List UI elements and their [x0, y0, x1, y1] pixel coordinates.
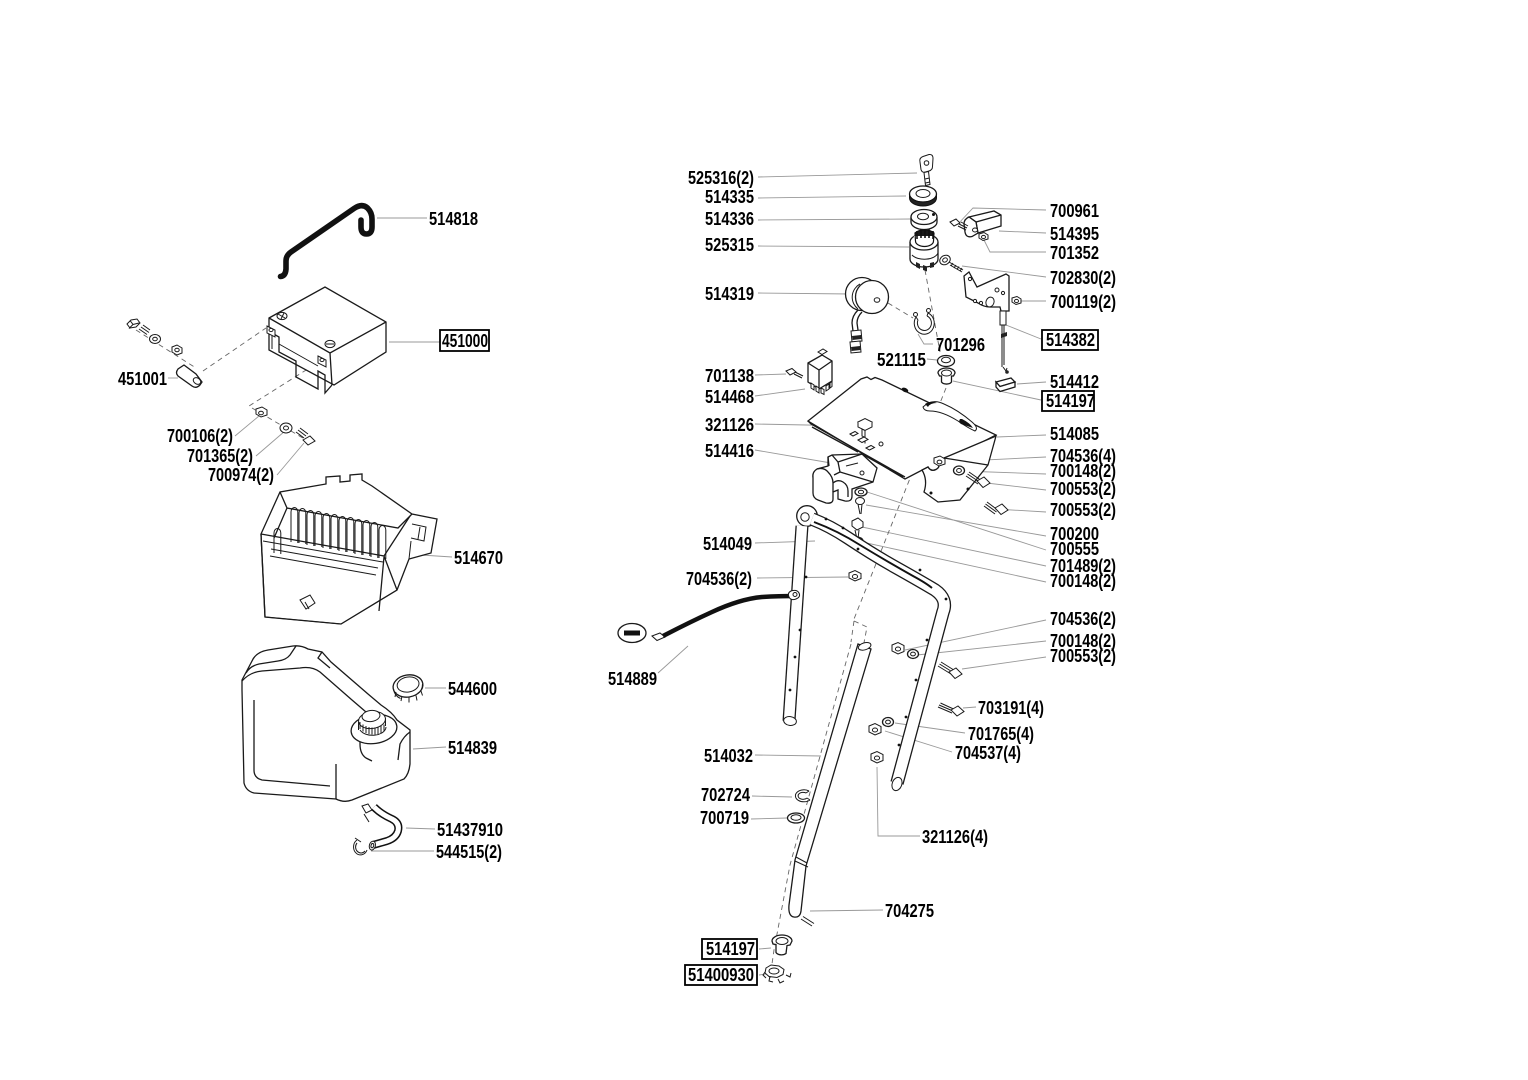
svg-text:700555: 700555 — [1050, 539, 1099, 559]
svg-text:51400930: 51400930 — [688, 965, 754, 985]
svg-text:514670: 514670 — [454, 548, 503, 568]
svg-text:514412: 514412 — [1050, 372, 1099, 392]
svg-text:700200: 700200 — [1050, 524, 1099, 544]
svg-text:514197: 514197 — [706, 939, 755, 959]
svg-text:702724: 702724 — [701, 785, 750, 805]
svg-text:321126(4): 321126(4) — [922, 827, 988, 847]
svg-text:700553(2): 700553(2) — [1050, 479, 1116, 499]
svg-text:704536(2): 704536(2) — [686, 569, 752, 589]
svg-text:700553(2): 700553(2) — [1050, 500, 1116, 520]
svg-text:514416: 514416 — [705, 441, 754, 461]
svg-text:701765(4): 701765(4) — [968, 724, 1034, 744]
svg-text:514197: 514197 — [1046, 391, 1095, 411]
svg-text:514085: 514085 — [1050, 424, 1099, 444]
svg-text:701489(2): 701489(2) — [1050, 556, 1116, 576]
svg-text:700553(2): 700553(2) — [1050, 646, 1116, 666]
svg-text:451000: 451000 — [442, 331, 488, 351]
svg-text:514839: 514839 — [448, 738, 497, 758]
svg-text:451001: 451001 — [118, 369, 167, 389]
svg-text:514889: 514889 — [608, 669, 657, 689]
svg-text:514382: 514382 — [1046, 330, 1095, 350]
svg-text:514336: 514336 — [705, 209, 754, 229]
svg-text:704275: 704275 — [885, 901, 934, 921]
svg-text:700719: 700719 — [700, 808, 749, 828]
svg-text:51437910: 51437910 — [437, 820, 503, 840]
svg-text:701352: 701352 — [1050, 243, 1099, 263]
svg-text:321126: 321126 — [705, 415, 754, 435]
svg-text:521115: 521115 — [877, 350, 926, 370]
svg-text:514049: 514049 — [703, 534, 752, 554]
svg-text:544600: 544600 — [448, 679, 497, 699]
svg-text:514468: 514468 — [705, 387, 754, 407]
svg-text:700974(2): 700974(2) — [208, 465, 274, 485]
svg-text:704536(4): 704536(4) — [1050, 446, 1116, 466]
svg-text:701138: 701138 — [705, 366, 754, 386]
svg-text:700148(2): 700148(2) — [1050, 631, 1116, 651]
svg-text:514335: 514335 — [705, 187, 754, 207]
svg-text:700106(2): 700106(2) — [167, 426, 233, 446]
svg-text:704536(2): 704536(2) — [1050, 609, 1116, 629]
svg-text:514319: 514319 — [705, 284, 754, 304]
svg-text:703191(4): 703191(4) — [978, 698, 1044, 718]
svg-text:700148(2): 700148(2) — [1050, 461, 1116, 481]
svg-text:702830(2): 702830(2) — [1050, 268, 1116, 288]
svg-text:514032: 514032 — [704, 746, 753, 766]
svg-text:700148(2): 700148(2) — [1050, 571, 1116, 591]
svg-text:544515(2): 544515(2) — [436, 842, 502, 862]
svg-text:514818: 514818 — [429, 209, 478, 229]
svg-text:700119(2): 700119(2) — [1050, 292, 1116, 312]
svg-text:704537(4): 704537(4) — [955, 743, 1021, 763]
svg-text:700961: 700961 — [1050, 201, 1099, 221]
svg-text:514395: 514395 — [1050, 224, 1099, 244]
svg-text:701296: 701296 — [936, 335, 985, 355]
svg-text:525316(2): 525316(2) — [688, 168, 754, 188]
svg-text:525315: 525315 — [705, 235, 754, 255]
svg-text:701365(2): 701365(2) — [187, 446, 253, 466]
